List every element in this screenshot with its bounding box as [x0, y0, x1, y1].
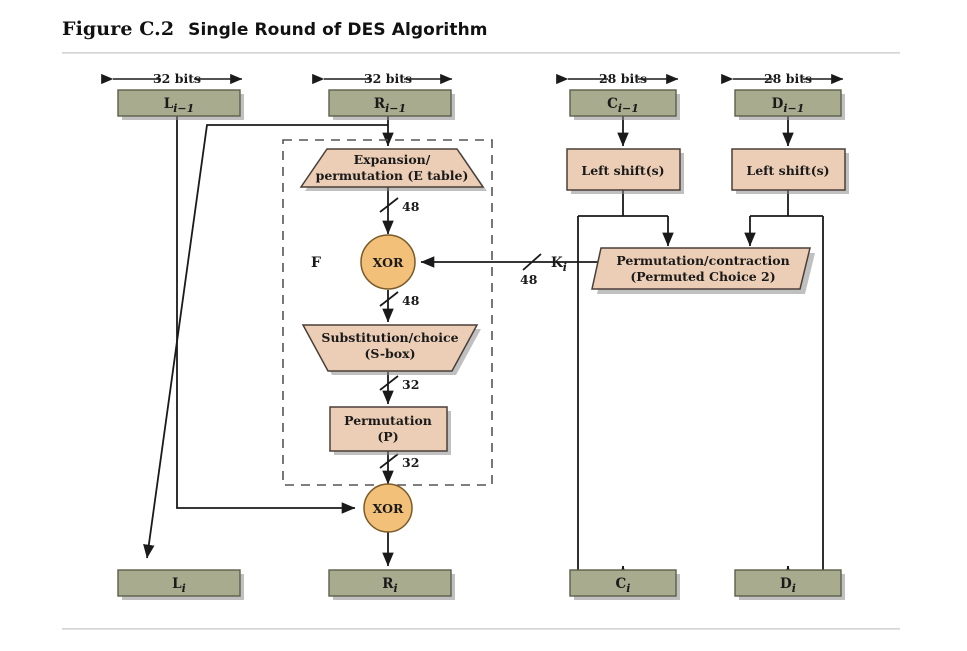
block-r-next-sub: i	[394, 582, 398, 595]
operator-xor-output: XOR	[363, 483, 413, 533]
block-l-next: Li	[117, 569, 244, 600]
process-permutation-p-line2: (P)	[377, 429, 398, 444]
block-c-next: Ci	[569, 569, 680, 600]
block-l-prev-sub: i−1	[173, 102, 194, 115]
operator-xor-in-f-label: XOR	[373, 255, 404, 270]
block-c-next-sub: i	[626, 582, 630, 595]
connectors	[143, 113, 824, 590]
operator-xor-output-label: XOR	[373, 501, 404, 516]
block-d-next-sub: i	[792, 582, 796, 595]
key-label: Ki	[551, 255, 567, 274]
caption-divider-top	[62, 52, 900, 54]
bits-after-expansion: 48	[402, 199, 420, 214]
process-expansion-line2: permutation (E table)	[316, 168, 469, 183]
f-function-label: F	[311, 255, 321, 271]
width-label-r: 32 bits	[364, 71, 412, 86]
key-label-sub: i	[563, 261, 567, 274]
block-c-prev-label: C	[607, 96, 618, 112]
svg-text:Di: Di	[780, 576, 796, 595]
svg-text:Ri: Ri	[382, 576, 397, 595]
width-measure-d: 28 bits	[721, 71, 844, 86]
process-left-shift-d: Left shift(s)	[731, 148, 849, 194]
bits-key: 48	[520, 272, 538, 287]
bits-after-sbox: 32	[402, 377, 419, 392]
block-d-prev: Di−1	[734, 89, 845, 120]
width-label-d: 28 bits	[764, 71, 812, 86]
bit-width-numbers: 48 48 32 32 48	[402, 199, 538, 470]
process-left-shift-c-label: Left shift(s)	[581, 163, 664, 178]
connector-rprev-to-lnext	[143, 124, 388, 559]
process-pc2-line2: (Permuted Choice 2)	[630, 269, 775, 284]
block-c-prev-sub: i−1	[618, 102, 639, 115]
figure-title: Single Round of DES Algorithm	[188, 20, 488, 40]
block-d-prev-sub: i−1	[783, 102, 804, 115]
page-divider-bottom	[62, 628, 900, 630]
process-permutation-p: Permutation (P)	[329, 406, 451, 455]
process-pc2-line1: Permutation/contraction	[616, 253, 789, 268]
process-sbox: Substitution/choice (S-box)	[301, 324, 481, 375]
block-l-prev-label: L	[164, 96, 174, 112]
block-d-next-label: D	[780, 576, 792, 592]
svg-text:Di−1: Di−1	[772, 96, 805, 115]
block-r-prev-label: R	[374, 96, 386, 112]
process-pc2: Permutation/contraction (Permuted Choice…	[591, 247, 815, 294]
block-l-next-sub: i	[182, 582, 186, 595]
process-left-shift-c: Left shift(s)	[566, 148, 684, 194]
svg-text:Ki: Ki	[551, 255, 567, 274]
width-label-l: 32 bits	[153, 71, 201, 86]
svg-text:Li−1: Li−1	[164, 96, 195, 115]
des-round-diagram: 32 bits 32 bits 28 bits 28 bits	[101, 71, 849, 600]
process-permutation-p-line1: Permutation	[344, 413, 432, 428]
figure-caption: Figure C.2 Single Round of DES Algorithm	[62, 18, 488, 40]
svg-text:Ci: Ci	[616, 576, 631, 595]
key-label-text: K	[551, 255, 564, 271]
block-r-next: Ri	[328, 569, 455, 600]
width-measure-right: 32 bits	[312, 71, 453, 86]
bits-after-p: 32	[402, 455, 419, 470]
bits-after-xor: 48	[402, 293, 420, 308]
block-c-next-label: C	[616, 576, 627, 592]
width-measure-c: 28 bits	[556, 71, 679, 86]
block-d-next: Di	[734, 569, 845, 600]
process-sbox-line1: Substitution/choice	[321, 330, 458, 345]
connector-lprev-to-xor-out	[176, 113, 356, 514]
bit-width-ticks	[379, 197, 542, 469]
block-l-next-label: L	[172, 576, 182, 592]
svg-text:Li: Li	[172, 576, 186, 595]
width-measure-left: 32 bits	[101, 71, 243, 86]
block-c-prev: Ci−1	[569, 89, 680, 120]
process-expansion-line1: Expansion/	[354, 152, 431, 167]
width-label-c: 28 bits	[599, 71, 647, 86]
process-expansion: Expansion/ permutation (E table)	[299, 148, 487, 191]
block-r-next-label: R	[382, 576, 394, 592]
svg-text:Ci−1: Ci−1	[607, 96, 639, 115]
process-left-shift-d-label: Left shift(s)	[746, 163, 829, 178]
operator-xor-in-f: XOR	[360, 234, 416, 290]
figure-number: Figure C.2	[62, 18, 175, 40]
block-d-prev-label: D	[772, 96, 784, 112]
svg-text:Ri−1: Ri−1	[374, 96, 406, 115]
block-r-prev: Ri−1	[328, 89, 455, 120]
process-sbox-line2: (S-box)	[364, 346, 415, 361]
block-l-prev: Li−1	[117, 89, 244, 120]
block-r-prev-sub: i−1	[385, 102, 406, 115]
